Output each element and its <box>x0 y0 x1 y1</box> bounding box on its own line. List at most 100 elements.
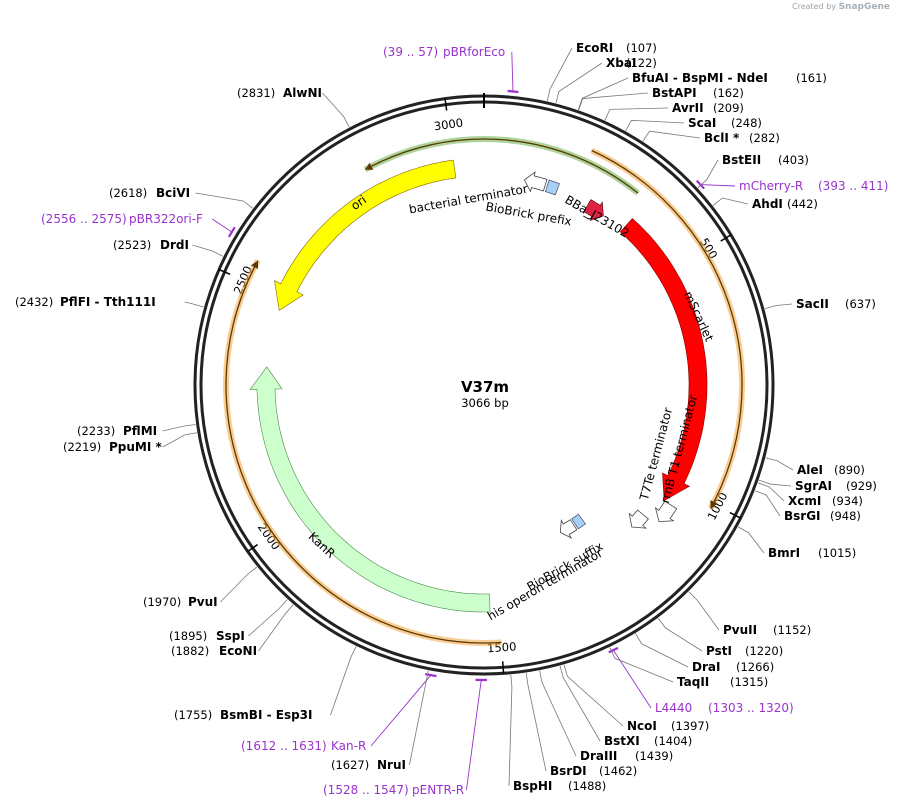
site-leader-line <box>195 192 254 209</box>
site-name[interactable]: PstI <box>706 644 732 658</box>
site-leader-line <box>192 244 224 257</box>
site-name[interactable]: AlwNI <box>283 86 322 100</box>
primer-name[interactable]: L4440 <box>655 701 692 715</box>
site-leader-line <box>322 92 350 128</box>
primer-mark <box>227 226 236 238</box>
site-name[interactable]: XcmI <box>788 494 821 508</box>
site-name[interactable]: BciVI <box>156 186 190 200</box>
site-leader-line <box>657 617 703 652</box>
site-name[interactable]: ScaI <box>688 116 716 130</box>
restriction-site-labels: EcoRI(107)XbaI(122)BfuAI - BspMI - NdeI(… <box>15 41 877 793</box>
site-name[interactable]: BmrI <box>768 546 800 560</box>
site-name[interactable]: BfuAI - BspMI - NdeI <box>632 71 768 85</box>
primer-leader-line <box>612 649 652 709</box>
site-name[interactable]: EcoNI <box>219 644 257 658</box>
orf-3-line <box>225 260 502 644</box>
site-position: (1439) <box>635 749 673 763</box>
site-leader-line <box>578 92 649 111</box>
orf-1-head <box>710 500 718 509</box>
site-leader-line <box>604 107 669 121</box>
orf-1-line <box>591 149 743 509</box>
site-name[interactable]: PvuI <box>188 595 218 609</box>
primer-marks: pBRforEco(39 .. 57)mCherry-R(393 .. 411)… <box>41 45 888 797</box>
site-name[interactable]: AleI <box>797 463 823 477</box>
site-position: (1755) <box>174 708 212 722</box>
site-leader-line <box>642 130 701 142</box>
site-leader-line <box>697 159 719 189</box>
primer-range: (1303 .. 1320) <box>708 701 794 715</box>
primer-leader-line <box>370 674 432 747</box>
primer-leader-line <box>211 218 233 233</box>
site-position: (1970) <box>143 595 181 609</box>
site-name[interactable]: EcoRI <box>576 41 613 55</box>
primer-name[interactable]: pBRforEco <box>443 45 505 59</box>
site-name[interactable]: XbaI <box>606 56 636 70</box>
site-position: (1397) <box>671 719 709 733</box>
site-position: (948) <box>830 509 861 523</box>
primer-range: (1612 .. 1631) <box>241 739 327 753</box>
primer-name[interactable]: pBR322ori-F <box>129 212 203 226</box>
snapgene-brand: Created by SnapGene <box>792 2 890 12</box>
site-name[interactable]: SacII <box>796 297 829 311</box>
site-position: (2233) <box>77 424 115 438</box>
site-name[interactable]: AvrII <box>672 101 704 115</box>
site-position: (2831) <box>237 86 275 100</box>
site-leader-line <box>184 301 204 308</box>
site-name[interactable]: BsrGI <box>784 509 821 523</box>
site-name[interactable]: BstEII <box>722 153 761 167</box>
site-name[interactable]: DraIII <box>580 749 617 763</box>
site-leader-line <box>577 77 629 110</box>
site-name[interactable]: AhdI <box>752 197 783 211</box>
primer-name[interactable]: Kan-R <box>331 739 366 753</box>
site-position: (1462) <box>599 764 637 778</box>
site-name[interactable]: BsrDI <box>550 764 587 778</box>
site-leader-line <box>330 646 357 716</box>
primer-leader-line <box>700 184 736 187</box>
primer-mark <box>424 672 437 678</box>
site-name[interactable]: TaqII <box>677 675 709 689</box>
site-position: (161) <box>796 71 827 85</box>
brand-prefix: Created by <box>792 2 837 11</box>
site-name[interactable]: DrdI <box>160 238 189 252</box>
site-name[interactable]: SspI <box>216 629 245 643</box>
site-name[interactable]: NruI <box>377 758 406 772</box>
site-position: (209) <box>713 101 744 115</box>
site-position: (637) <box>845 297 876 311</box>
site-name[interactable]: PpuMI * <box>109 440 163 454</box>
site-name[interactable]: NcoI <box>627 719 657 733</box>
site-name[interactable]: DraI <box>692 660 720 674</box>
site-leader-line <box>555 62 603 104</box>
site-name[interactable]: BsmBI - Esp3I <box>220 708 312 722</box>
primer-leader-line <box>465 679 482 791</box>
site-name[interactable]: PvuII <box>723 623 757 637</box>
his-operon-terminator-arrow <box>559 519 578 539</box>
site-name[interactable]: BclI * <box>704 131 740 145</box>
orf-2-head <box>365 162 374 170</box>
site-leader-line <box>737 526 765 554</box>
site-leader-line <box>754 490 781 517</box>
site-name[interactable]: BstXI <box>604 734 640 748</box>
orf-3-head <box>250 260 259 269</box>
site-position: (1152) <box>773 623 811 637</box>
site-position: (1882) <box>171 644 209 658</box>
plasmid-length: 3066 bp <box>461 396 509 410</box>
primer-name[interactable]: mCherry-R <box>739 179 803 193</box>
site-name[interactable]: PflMI <box>123 424 157 438</box>
primer-leader-line <box>511 51 514 92</box>
site-name[interactable]: SgrAI <box>795 479 832 493</box>
site-leader-line <box>559 665 601 742</box>
site-leader-line <box>162 424 196 432</box>
site-name[interactable]: PflFI - Tth111I <box>60 295 156 309</box>
primer-name[interactable]: pENTR-R <box>412 783 464 797</box>
primer-range: (39 .. 57) <box>383 45 438 59</box>
site-leader-line <box>688 591 720 631</box>
orf-1-band <box>590 147 745 510</box>
site-name[interactable]: BspHI <box>513 779 552 793</box>
site-leader-line <box>563 664 624 727</box>
feature-label-biobrick-prefix: BioBrick prefix <box>485 200 573 229</box>
brand-name: SnapGene <box>838 2 890 12</box>
site-name[interactable]: BstAPI <box>652 86 697 100</box>
site-leader-line <box>525 672 547 772</box>
site-position: (929) <box>846 479 877 493</box>
